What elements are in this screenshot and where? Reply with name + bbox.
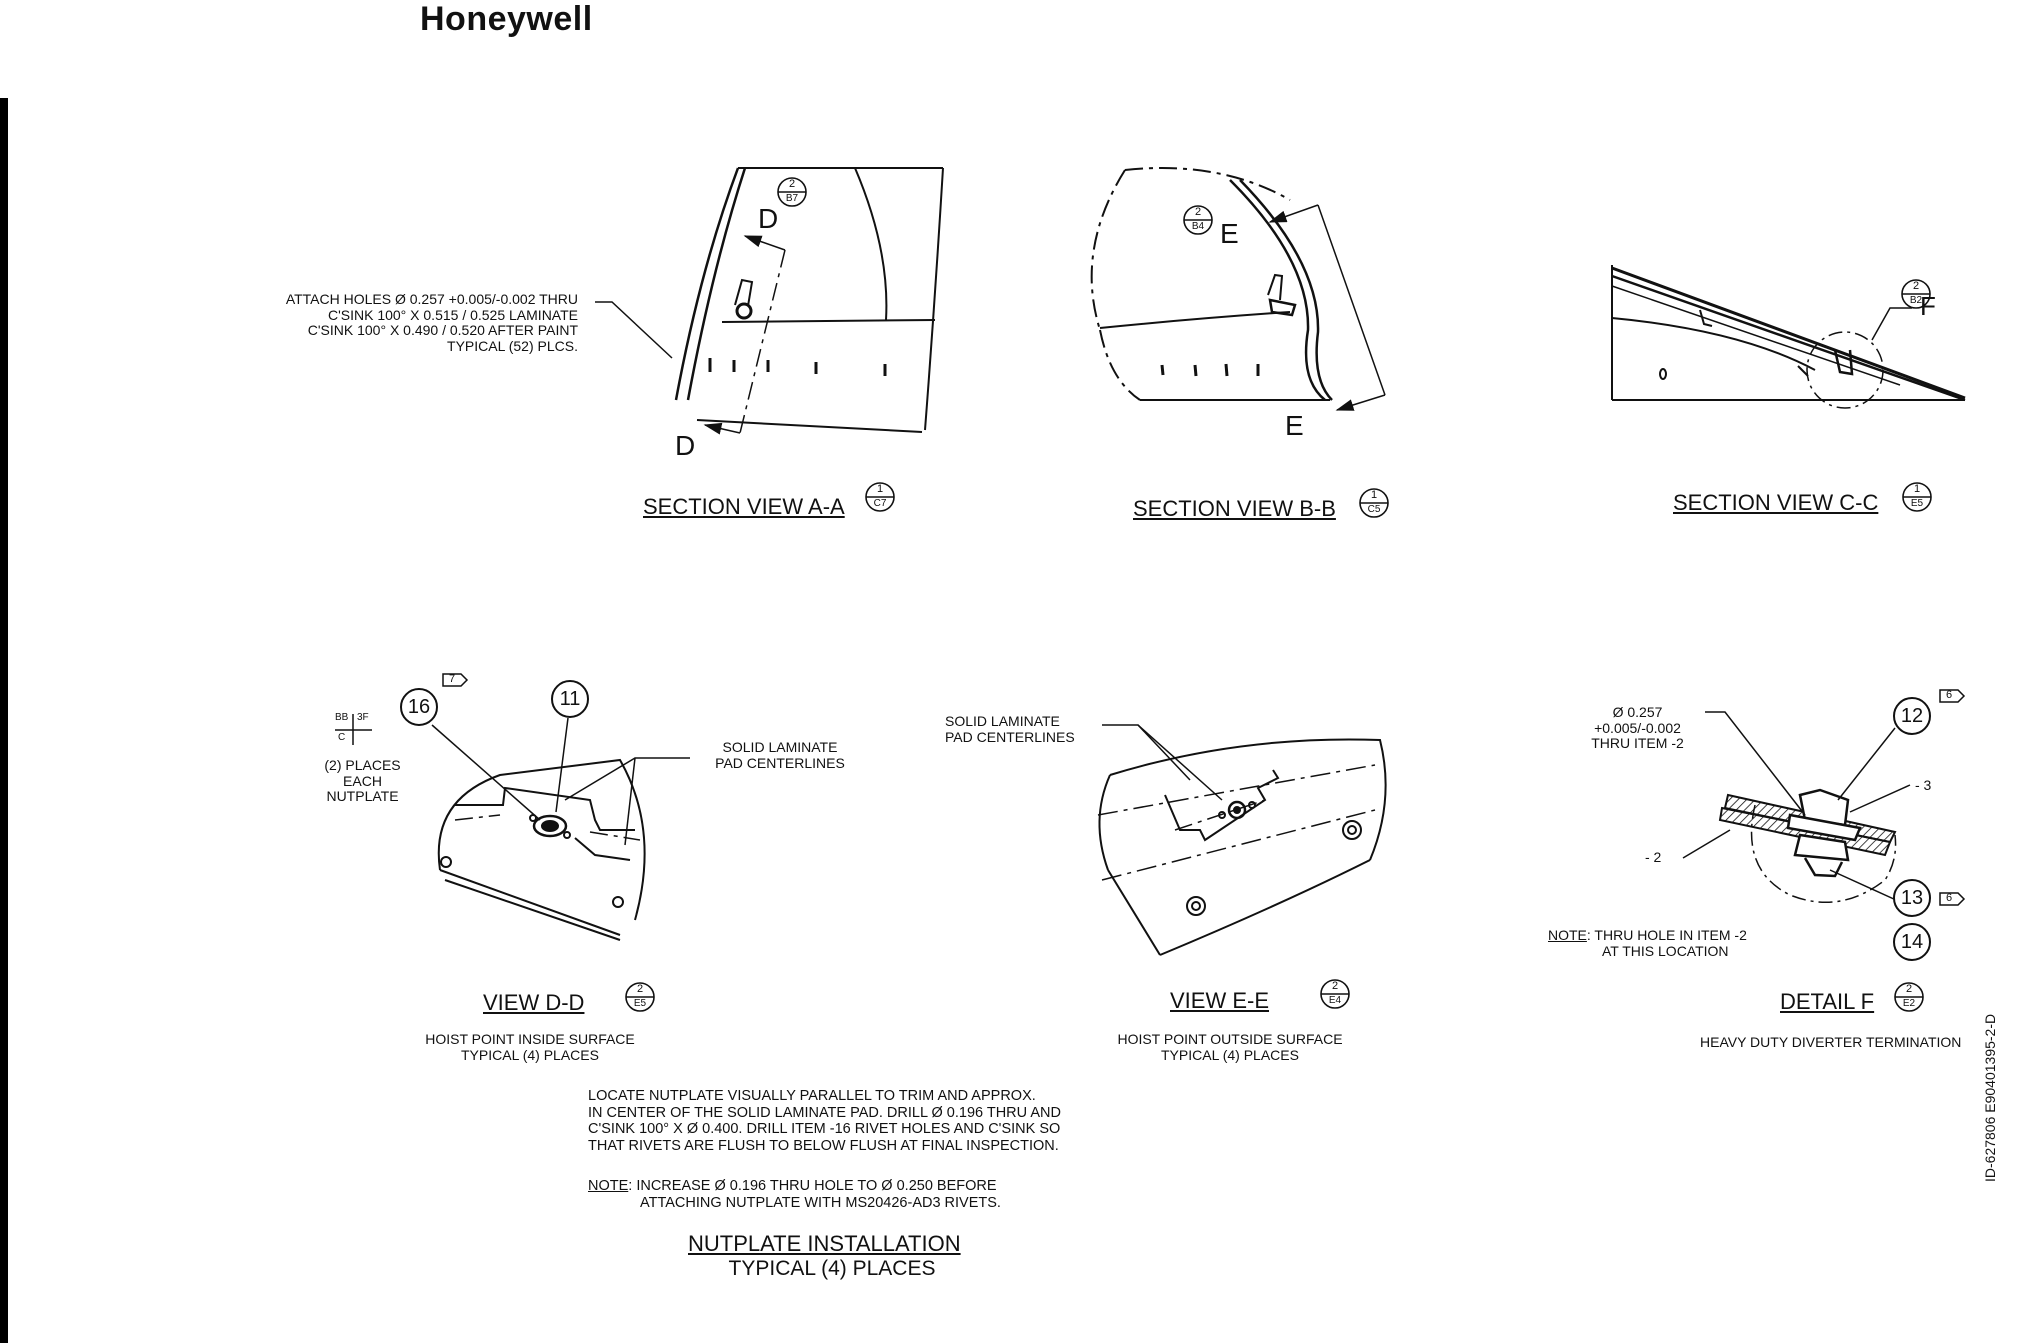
section-a-ref-top: 1	[876, 483, 884, 495]
nutplate-title: NUTPLATE INSTALLATION	[688, 1231, 961, 1256]
section-c-drawing	[1611, 265, 1966, 409]
item-dash-2: - 2	[1645, 849, 1662, 865]
callout-balloons	[400, 680, 1931, 961]
section-a-cut-ref-top: 2	[788, 178, 796, 190]
places-each-nutplate-note: (2) PLACES EACH NUTPLATE	[324, 757, 401, 805]
view-d-flag-7: 7	[448, 673, 456, 685]
view-e-ref-top: 2	[1331, 980, 1339, 992]
detail-f-title: DETAIL F	[1780, 989, 1875, 1014]
reference-circles	[625, 177, 1932, 1012]
detail-f-flag-6-top: 6	[1945, 689, 1953, 701]
detail-f-caption: HEAVY DUTY DIVERTER TERMINATION	[1700, 1034, 1962, 1050]
section-a-title: SECTION VIEW A-A	[643, 494, 845, 519]
view-e-ref-bottom: E4	[1328, 995, 1342, 1006]
view-e-subtitle: HOIST POINT OUTSIDE SURFACE TYPICAL (4) …	[1117, 1031, 1343, 1063]
nutplate-instructions: LOCATE NUTPLATE VISUALLY PARALLEL TO TRI…	[588, 1088, 1061, 1155]
detail-f-flag-6-bottom: 6	[1945, 892, 1953, 904]
detail-f-ref-bottom: E2	[1902, 998, 1916, 1009]
frame-cell-bl: C	[338, 732, 346, 743]
section-c-detail-ref-bottom: B2	[1909, 295, 1923, 306]
frame-cell-tl: BB	[335, 712, 349, 723]
section-c-detail-label: F	[1920, 291, 1936, 321]
section-b-cut-label-bottom: E	[1285, 410, 1304, 441]
callout-11: 11	[559, 688, 581, 710]
nutplate-subtitle: TYPICAL (4) PLACES	[728, 1257, 936, 1280]
section-b-drawing	[1090, 167, 1386, 411]
view-d-pad-note: SOLID LAMINATE PAD CENTERLINES	[715, 739, 845, 771]
sheet-border-bar	[0, 98, 8, 1343]
detail-f-hole-note: Ø 0.257 +0.005/-0.002 THRU ITEM -2	[1591, 704, 1684, 752]
view-d-ref-bottom: E5	[633, 998, 647, 1009]
section-c-title: SECTION VIEW C-C	[1673, 490, 1879, 515]
section-b-cut-label-top: E	[1220, 218, 1239, 249]
view-e-drawing	[1097, 724, 1387, 956]
section-b-ref-top: 1	[1370, 489, 1378, 501]
callout-16: 16	[407, 696, 431, 718]
view-d-title: VIEW D-D	[483, 990, 585, 1015]
view-d-subtitle: HOIST POINT INSIDE SURFACE TYPICAL (4) P…	[425, 1031, 635, 1063]
section-a-ref-bottom: C7	[873, 498, 887, 509]
section-a-cut-label-bottom: D	[675, 430, 696, 461]
view-e-title: VIEW E-E	[1170, 988, 1270, 1013]
callout-13: 13	[1900, 887, 1924, 909]
detail-f-note: NOTE: THRU HOLE IN ITEM -2 AT THIS LOCAT…	[1548, 927, 1747, 959]
section-a-cut-ref-bottom: B7	[785, 193, 799, 204]
section-c-detail-ref-top: 2	[1912, 280, 1920, 292]
section-b-ref-bottom: C5	[1367, 504, 1381, 515]
callout-14: 14	[1900, 931, 1924, 953]
detail-f-ref-top: 2	[1905, 983, 1913, 995]
view-d-drawing	[335, 673, 690, 941]
section-c-ref-bottom: E5	[1910, 498, 1924, 509]
detail-f-drawing	[1682, 689, 1966, 906]
nutplate-note: NOTE: INCREASE Ø 0.196 THRU HOLE TO Ø 0.…	[588, 1178, 1001, 1212]
attach-holes-note: ATTACH HOLES Ø 0.257 +0.005/-0.002 THRU …	[285, 291, 578, 355]
section-c-ref-top: 1	[1913, 483, 1921, 495]
section-a-cut-label-top: D	[758, 203, 779, 234]
section-a-drawing	[595, 167, 944, 435]
view-d-ref-top: 2	[636, 983, 644, 995]
section-b-cut-ref-top: 2	[1194, 206, 1202, 218]
section-b-title: SECTION VIEW B-B	[1133, 496, 1336, 521]
frame-cell-tr: 3F	[357, 712, 369, 723]
section-b-cut-ref-bottom: B4	[1191, 221, 1205, 232]
honeywell-logo: Honeywell	[420, 0, 593, 38]
view-e-pad-note: SOLID LAMINATE PAD CENTERLINES	[945, 713, 1075, 745]
item-dash-3: - 3	[1915, 777, 1932, 793]
callout-12: 12	[1900, 705, 1924, 727]
